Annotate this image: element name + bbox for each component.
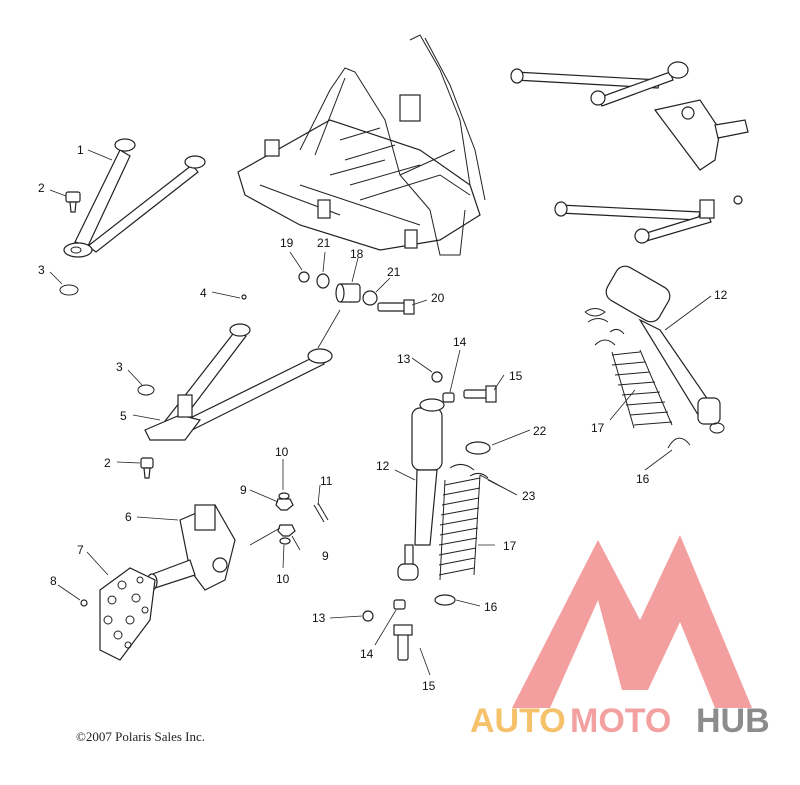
copyright-notice: ©2007 Polaris Sales Inc. [76,729,205,744]
lower-a-arm [144,323,333,441]
wordmark-auto: AUTO [470,702,566,740]
callout-1: 1 [77,143,84,157]
right-upper-a-arm [510,61,689,107]
shock-spacer-14a [442,392,455,403]
ball-joint-lower [140,457,154,479]
brake-disc [99,567,156,661]
callout-2-upper: 2 [38,181,45,195]
callout-11: 11 [320,474,333,488]
retaining-ring-upper [59,284,79,296]
front-spindle [146,504,236,591]
leader-lines [49,149,712,676]
automotohub-wordmark: AUTO MOTO HUB [470,702,770,740]
vehicle-frame [237,34,486,256]
callout-22: 22 [533,424,547,438]
castle-nut-upper [275,498,294,511]
callout-8: 8 [50,574,57,588]
callout-20: 20 [431,291,445,305]
retainer-clip-23 [449,464,489,479]
shock-nut-13a [431,371,443,383]
callout-3-upper: 3 [38,263,45,277]
callout-2-lower: 2 [104,456,111,470]
bushing-spacer-21b [362,290,378,306]
shock-bolt-15b [393,624,413,661]
callout-12-center: 12 [376,459,390,473]
upper-a-arm [63,138,206,258]
callout-13-upper: 13 [397,352,411,366]
callout-3-lower: 3 [116,360,123,374]
callout-labels: 1 2 3 4 3 5 2 6 7 8 10 9 11 9 10 19 21 1… [38,143,728,693]
bushing-washer-19 [298,271,310,283]
callout-14-upper: 14 [453,335,467,349]
washer-lower [279,537,291,545]
callout-21-left: 21 [317,236,331,250]
callout-9-upper: 9 [240,483,247,497]
callout-5: 5 [120,409,127,423]
callout-17-center: 17 [503,539,517,553]
callout-4: 4 [200,286,207,300]
shock-spring [438,474,481,581]
shock-bolt-15a [463,385,497,403]
castle-nut-lower [277,524,296,537]
ball-joint-upper [65,191,81,213]
front-shock-absorber [397,398,445,581]
pivot-tube-18 [335,283,361,303]
automotohub-logo-mark [512,535,752,708]
rear-retainer-clip [594,328,625,346]
callout-17-right: 17 [591,421,605,435]
callout-9-lower: 9 [322,549,329,563]
rear-shock-spring [611,349,673,429]
callout-15-lower: 15 [422,679,436,693]
washer-upper [278,492,290,500]
right-lower-a-arm [554,195,743,244]
spring-retainer-22 [465,441,491,455]
right-spindle [653,99,749,171]
callout-16-center: 16 [484,600,498,614]
callout-7: 7 [77,543,84,557]
rear-spring-seat-16 [667,437,691,449]
bushing-spacer-21a [316,273,330,289]
callout-10-upper: 10 [275,445,289,459]
wordmark-moto: MOTO [570,702,671,740]
callout-13-lower: 13 [312,611,326,625]
callout-21-right: 21 [387,265,401,279]
shock-nut-13b [362,610,374,622]
wordmark-hub: HUB [696,702,770,740]
callout-10-lower: 10 [276,572,290,586]
grease-fitting [241,294,247,300]
retaining-ring-lower [137,384,155,396]
callout-19: 19 [280,236,294,250]
callout-16-right: 16 [636,472,650,486]
callout-12-right: 12 [714,288,728,302]
callout-18: 18 [350,247,364,261]
disc-screw [80,599,88,607]
cotter-pin [313,502,329,523]
rear-spring-coil-top [584,308,609,323]
spring-seat-16 [434,594,456,606]
shock-spacer-14b [393,599,406,610]
callout-6: 6 [125,510,132,524]
callout-14-lower: 14 [360,647,374,661]
pivot-bolt-20 [377,299,415,315]
callout-15-upper: 15 [509,369,523,383]
rear-shock-absorber [605,265,725,434]
callout-23: 23 [522,489,536,503]
